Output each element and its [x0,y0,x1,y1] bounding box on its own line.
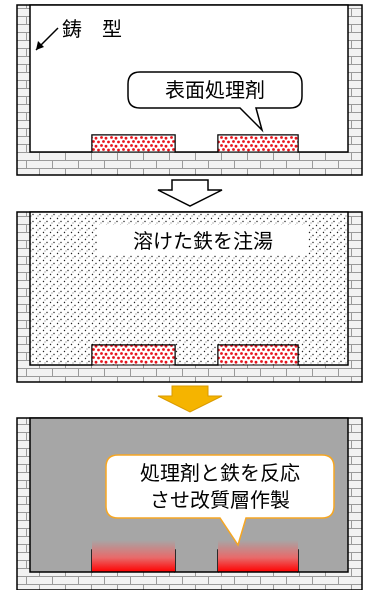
panel-mold: 鋳 型 表面処理剤 [16,4,363,176]
down-arrow-2 [157,385,223,413]
panel-pouring: 溶けた鉄を注湯 [16,211,363,383]
reaction-layer-left [92,540,175,572]
reaction-layer-right [218,540,298,572]
surface-agent-right [217,344,299,366]
mold-pointer-arrowhead [36,41,44,50]
reaction-callout [105,454,335,547]
surface-agent-left [91,344,176,366]
reaction-label-line2: させ改質層作製 [150,488,290,512]
panel-reaction: 処理剤と鉄を反応 させ改質層作製 [16,417,363,590]
reaction-label-line1: 処理剤と鉄を反応 [140,461,300,485]
surface-agent-callout [127,71,303,133]
surface-agent-label: 表面処理剤 [165,78,265,102]
down-arrow-1 [157,179,223,207]
surface-agent-left [91,134,176,153]
mold-label: 鋳 型 [62,17,122,41]
pour-label-bg [98,225,308,255]
pour-label: 溶けた鉄を注湯 [133,229,273,253]
surface-agent-right [217,134,299,153]
